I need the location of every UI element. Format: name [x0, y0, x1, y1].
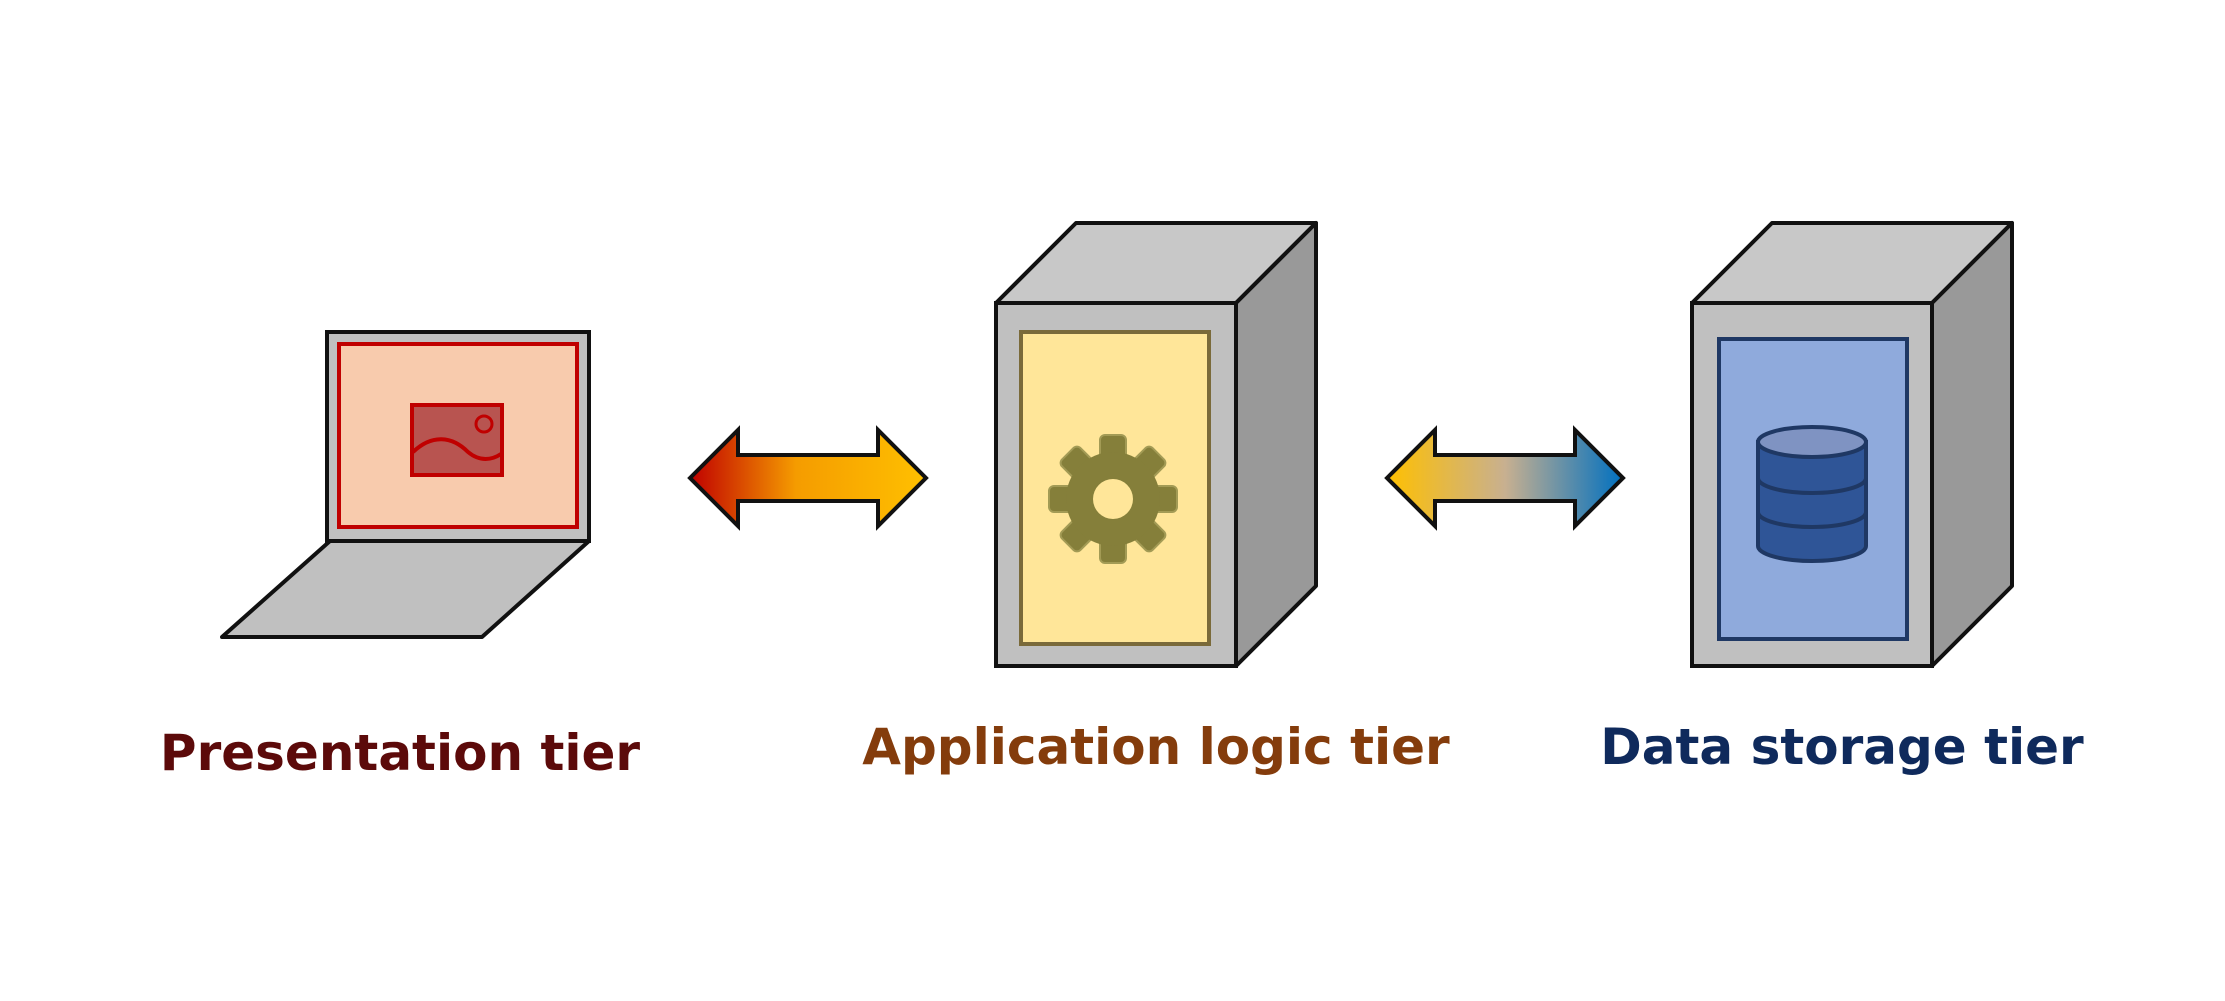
- gear-icon: [1048, 434, 1178, 564]
- presentation-tier-label: Presentation tier: [159, 724, 641, 782]
- application-logic-tier-label: Application logic tier: [862, 718, 1450, 776]
- laptop-icon: [220, 330, 591, 639]
- application-server-icon: [994, 221, 1318, 668]
- database-icon: [1756, 425, 1868, 563]
- server-side-face: [1234, 221, 1318, 668]
- data-storage-tier-label: Data storage tier: [1600, 718, 2084, 776]
- data-server-side-face: [1930, 221, 2014, 668]
- image-icon: [410, 403, 504, 477]
- laptop-base: [220, 539, 591, 639]
- bidirectional-arrow-presentation-application: [687, 425, 929, 531]
- bidirectional-arrow-application-data: [1384, 425, 1626, 531]
- data-server-icon: [1690, 221, 2014, 668]
